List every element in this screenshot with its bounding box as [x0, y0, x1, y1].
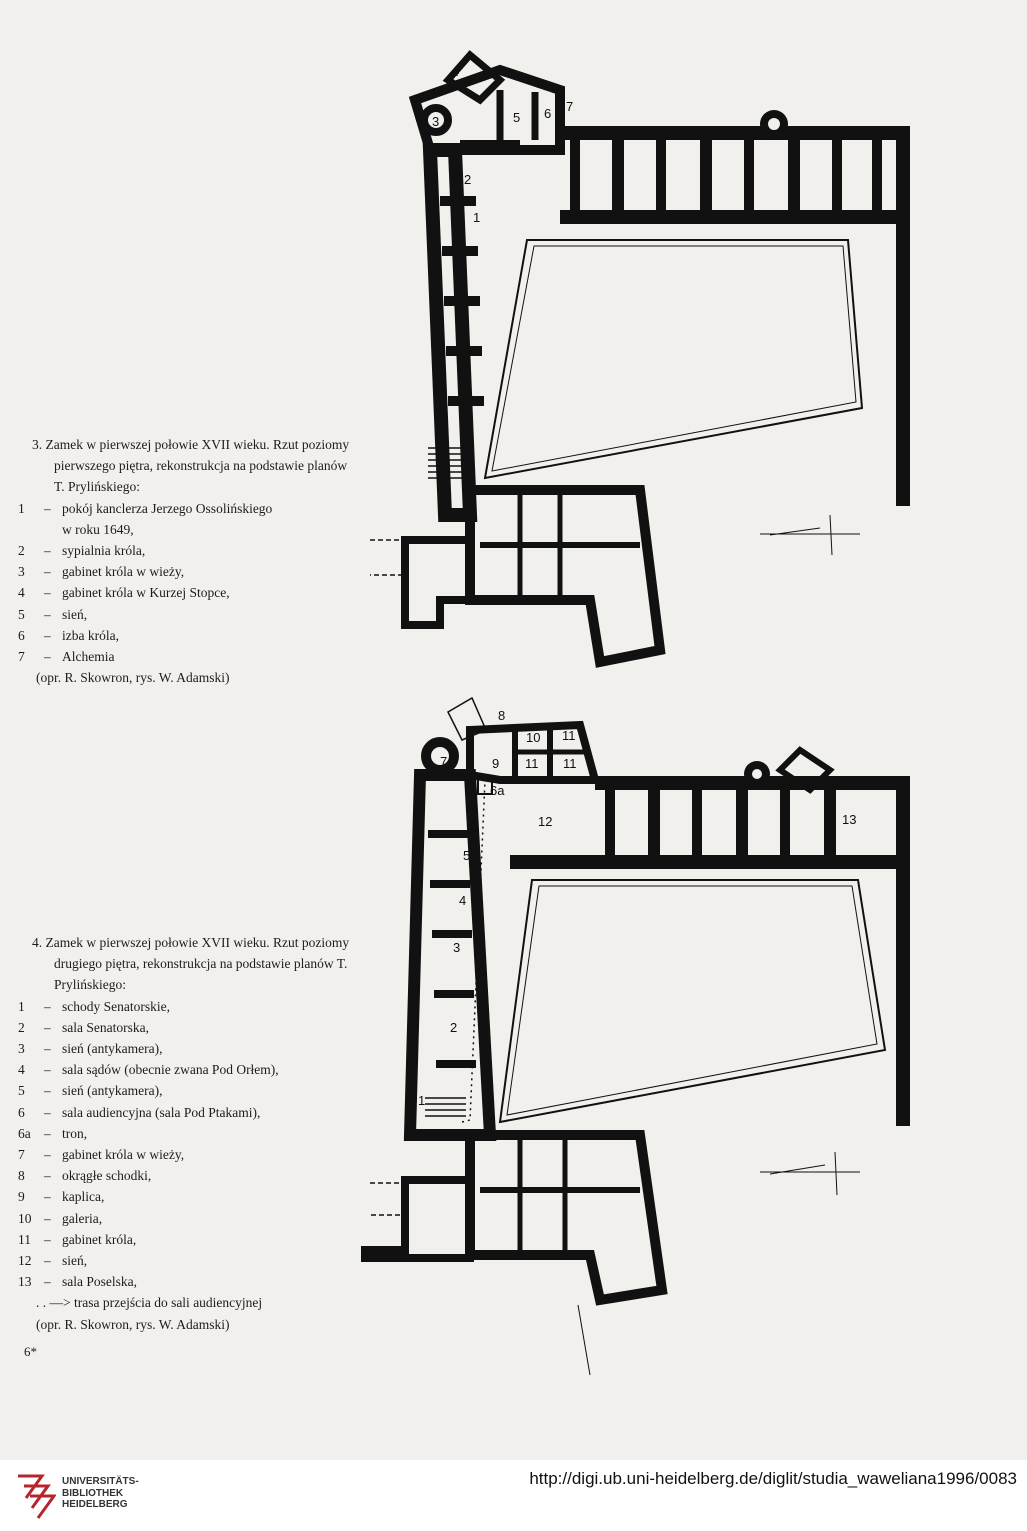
plan1-east-wall — [896, 126, 910, 506]
plan2-route — [461, 779, 486, 1123]
caption-credit: (opr. R. Skowron, rys. W. Adamski) — [36, 670, 230, 686]
plan2-label-5: 5 — [463, 848, 470, 863]
plan2-west-piers — [428, 830, 476, 1068]
plan2-label-4: 4 — [459, 893, 466, 908]
university-library-logo-icon — [18, 1474, 56, 1519]
plan2-label-6: 6 — [467, 801, 474, 816]
list-item: 3–gabinet króla w wieży, — [18, 564, 185, 580]
plan1-label-4: 4 — [452, 64, 459, 79]
plan1-north-inner-wall — [560, 210, 910, 224]
caption-heading: 4. Zamek w pierwszej połowie XVII wieku.… — [32, 935, 350, 993]
plan1-north-wall — [560, 126, 910, 140]
plan2-label-11: 11 — [562, 728, 576, 743]
plan1-tower-corner — [420, 104, 452, 136]
plan2-label-11b: 11 — [525, 756, 539, 771]
list-item: 7–gabinet króla w wieży, — [18, 1147, 185, 1163]
caption-heading: 3. Zamek w pierwszej połowie XVII wieku.… — [32, 437, 350, 495]
plan2-stairs — [425, 1097, 466, 1117]
logo-text: UNIVERSITÄTS- BIBLIOTHEK HEIDELBERG — [62, 1476, 139, 1510]
plan1-label-6: 6 — [544, 106, 551, 121]
list-item: 1–pokój kanclerza Jerzego Ossolińskiego — [18, 500, 273, 516]
list-item-continuation: w roku 1649, — [62, 521, 134, 537]
list-item: 6a–tron, — [18, 1125, 88, 1141]
floor-plans: 1 2 3 4 5 6 7 — [361, 50, 910, 1376]
plan2-west-wing — [403, 769, 497, 1141]
list-item: 2–sala Senatorska, — [18, 1019, 149, 1035]
plan1-west-piers — [440, 196, 484, 406]
plan2-label-6a: 6a — [490, 783, 505, 798]
page-number: 6* — [24, 1344, 37, 1359]
book-page: 3. Zamek w pierwszej połowie XVII wieku.… — [18, 50, 910, 1376]
footer-bar: UNIVERSITÄTS- BIBLIOTHEK HEIDELBERG http… — [0, 1460, 1027, 1531]
list-item: 10–galeria, — [18, 1210, 103, 1226]
plan2-courtyard — [498, 879, 887, 1124]
plan1-stairs — [428, 447, 462, 479]
caption-legend: . . —> trasa przejścia do sali audiencyj… — [36, 1295, 263, 1311]
list-item: 4–sala sądów (obecnie zwana Pod Orłem), — [18, 1062, 279, 1078]
list-item: 13–sala Poselska, — [18, 1274, 137, 1290]
plan1-label-7: 7 — [566, 99, 573, 114]
list-item: 6–izba króla, — [18, 627, 119, 643]
plan1-label-2: 2 — [464, 172, 471, 187]
plan2-label-11c: 11 — [563, 756, 577, 771]
plan2-label-8: 8 — [498, 708, 505, 723]
plan2-label-9: 9 — [492, 756, 499, 771]
plan2-label-7: 7 — [440, 754, 447, 769]
list-item: 7–Alchemia — [18, 649, 115, 665]
plan2-north-inner-wall — [510, 855, 910, 869]
list-item: 5–sień, — [18, 606, 88, 622]
list-item: 4–gabinet króla w Kurzej Stopce, — [18, 585, 230, 601]
plan2-label-3: 3 — [453, 940, 460, 955]
list-item: 2–sypialnia króla, — [18, 543, 146, 559]
list-item: 3–sień (antykamera), — [18, 1041, 163, 1057]
caption-figure-4: 4. Zamek w pierwszej połowie XVII wieku.… — [18, 932, 378, 1335]
plan1-label-3: 3 — [432, 114, 439, 129]
source-url-link[interactable]: http://digi.ub.uni-heidelberg.de/diglit/… — [529, 1469, 1017, 1488]
floor-plan-second-floor: 1 2 3 4 5 6 6a 7 8 9 10 11 11 11 12 13 — [361, 696, 910, 1376]
list-item: 8–okrągłe schodki, — [18, 1168, 152, 1184]
plan1-south-wing — [465, 485, 666, 668]
plan1-courtyard — [483, 239, 864, 480]
floor-plan-first-floor: 1 2 3 4 5 6 7 — [370, 50, 910, 668]
plan2-throne — [477, 777, 493, 795]
plan2-label-1: 1 — [418, 1093, 425, 1108]
plan2-east-wall — [896, 776, 910, 1126]
list-item: 12–sień, — [18, 1253, 88, 1269]
plan2-north-piers — [605, 790, 836, 855]
plan2-label-12: 12 — [538, 814, 552, 829]
plan2-label-10: 10 — [526, 730, 540, 745]
plan2-label-2: 2 — [450, 1020, 457, 1035]
plan2-label-13: 13 — [842, 812, 856, 827]
plan2-tower-corner — [421, 737, 459, 775]
caption-figure-3: 3. Zamek w pierwszej połowie XVII wieku.… — [18, 434, 358, 688]
plan1-north-piers — [570, 140, 882, 210]
plan1-label-1: 1 — [473, 210, 480, 225]
list-item: 9–kaplica, — [18, 1189, 105, 1205]
plan2-corner-rooms — [466, 720, 601, 784]
list-item: 11–gabinet króla, — [18, 1231, 137, 1247]
list-item: 5–sień (antykamera), — [18, 1083, 163, 1099]
plan1-label-5: 5 — [513, 110, 520, 125]
caption-credit: (opr. R. Skowron, rys. W. Adamski) — [36, 1316, 230, 1332]
plan1-corner-rooms — [408, 64, 565, 155]
list-item: 1–schody Senatorskie, — [18, 998, 170, 1014]
list-item: 6–sala audiencyjna (sala Pod Ptakami), — [18, 1104, 261, 1120]
